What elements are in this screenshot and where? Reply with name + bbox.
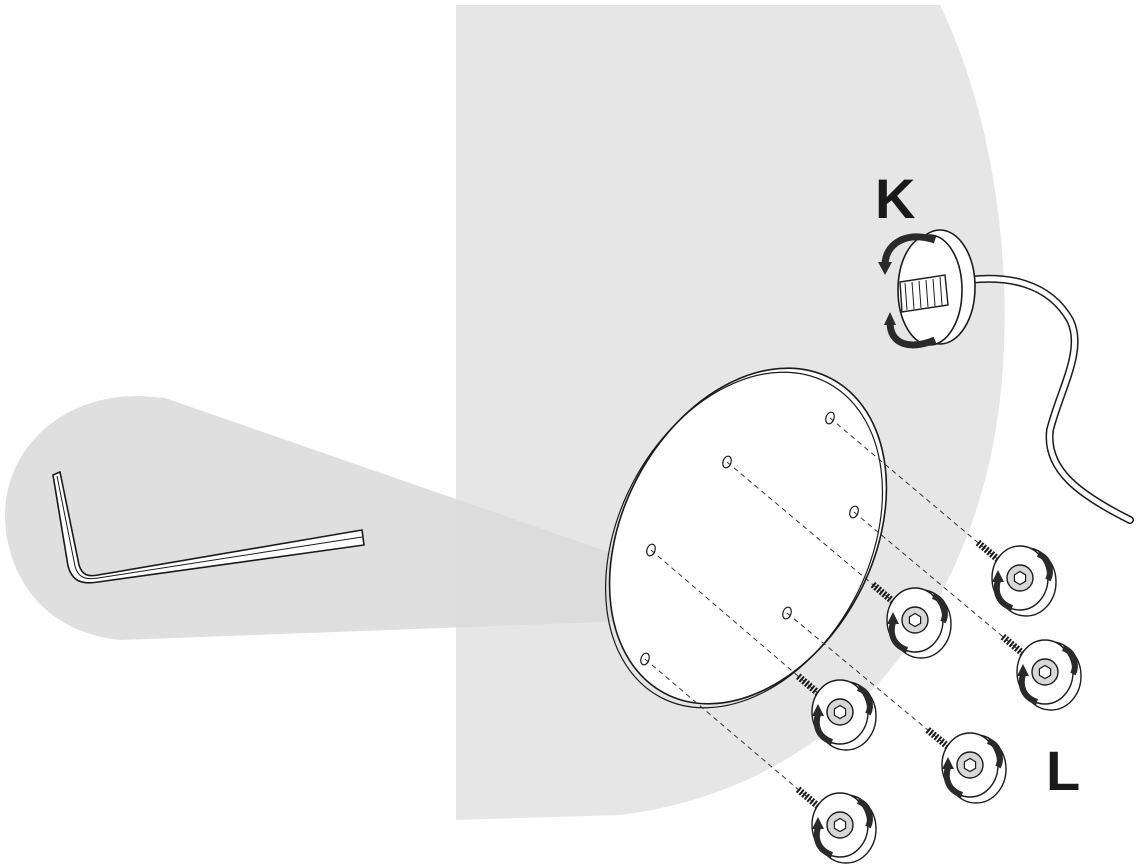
base-plate: [604, 367, 888, 709]
screw-icon: [1000, 633, 1082, 711]
guide-line: [644, 658, 841, 826]
hex-key-callout: [5, 395, 790, 640]
ceiling-cap: K: [875, 167, 1134, 524]
screw-group: [795, 539, 1082, 864]
rotate-arrow-icon: [886, 321, 937, 349]
allen-key-icon: [52, 470, 365, 584]
step-label-k: K: [875, 167, 915, 230]
callout-panel: [5, 395, 790, 640]
screw-icon: [795, 673, 877, 751]
cord-grip-icon: [899, 274, 949, 313]
step-label-l: L: [1046, 739, 1080, 802]
screw-icon: [795, 786, 877, 864]
screw-icon: [975, 539, 1057, 617]
guide-line: [853, 511, 1046, 673]
rotate-arrow-icon: [881, 233, 937, 266]
guide-line: [726, 461, 916, 621]
screw-icon: [925, 727, 1007, 804]
guide-line: [650, 549, 841, 713]
screw-icon: [870, 581, 952, 659]
